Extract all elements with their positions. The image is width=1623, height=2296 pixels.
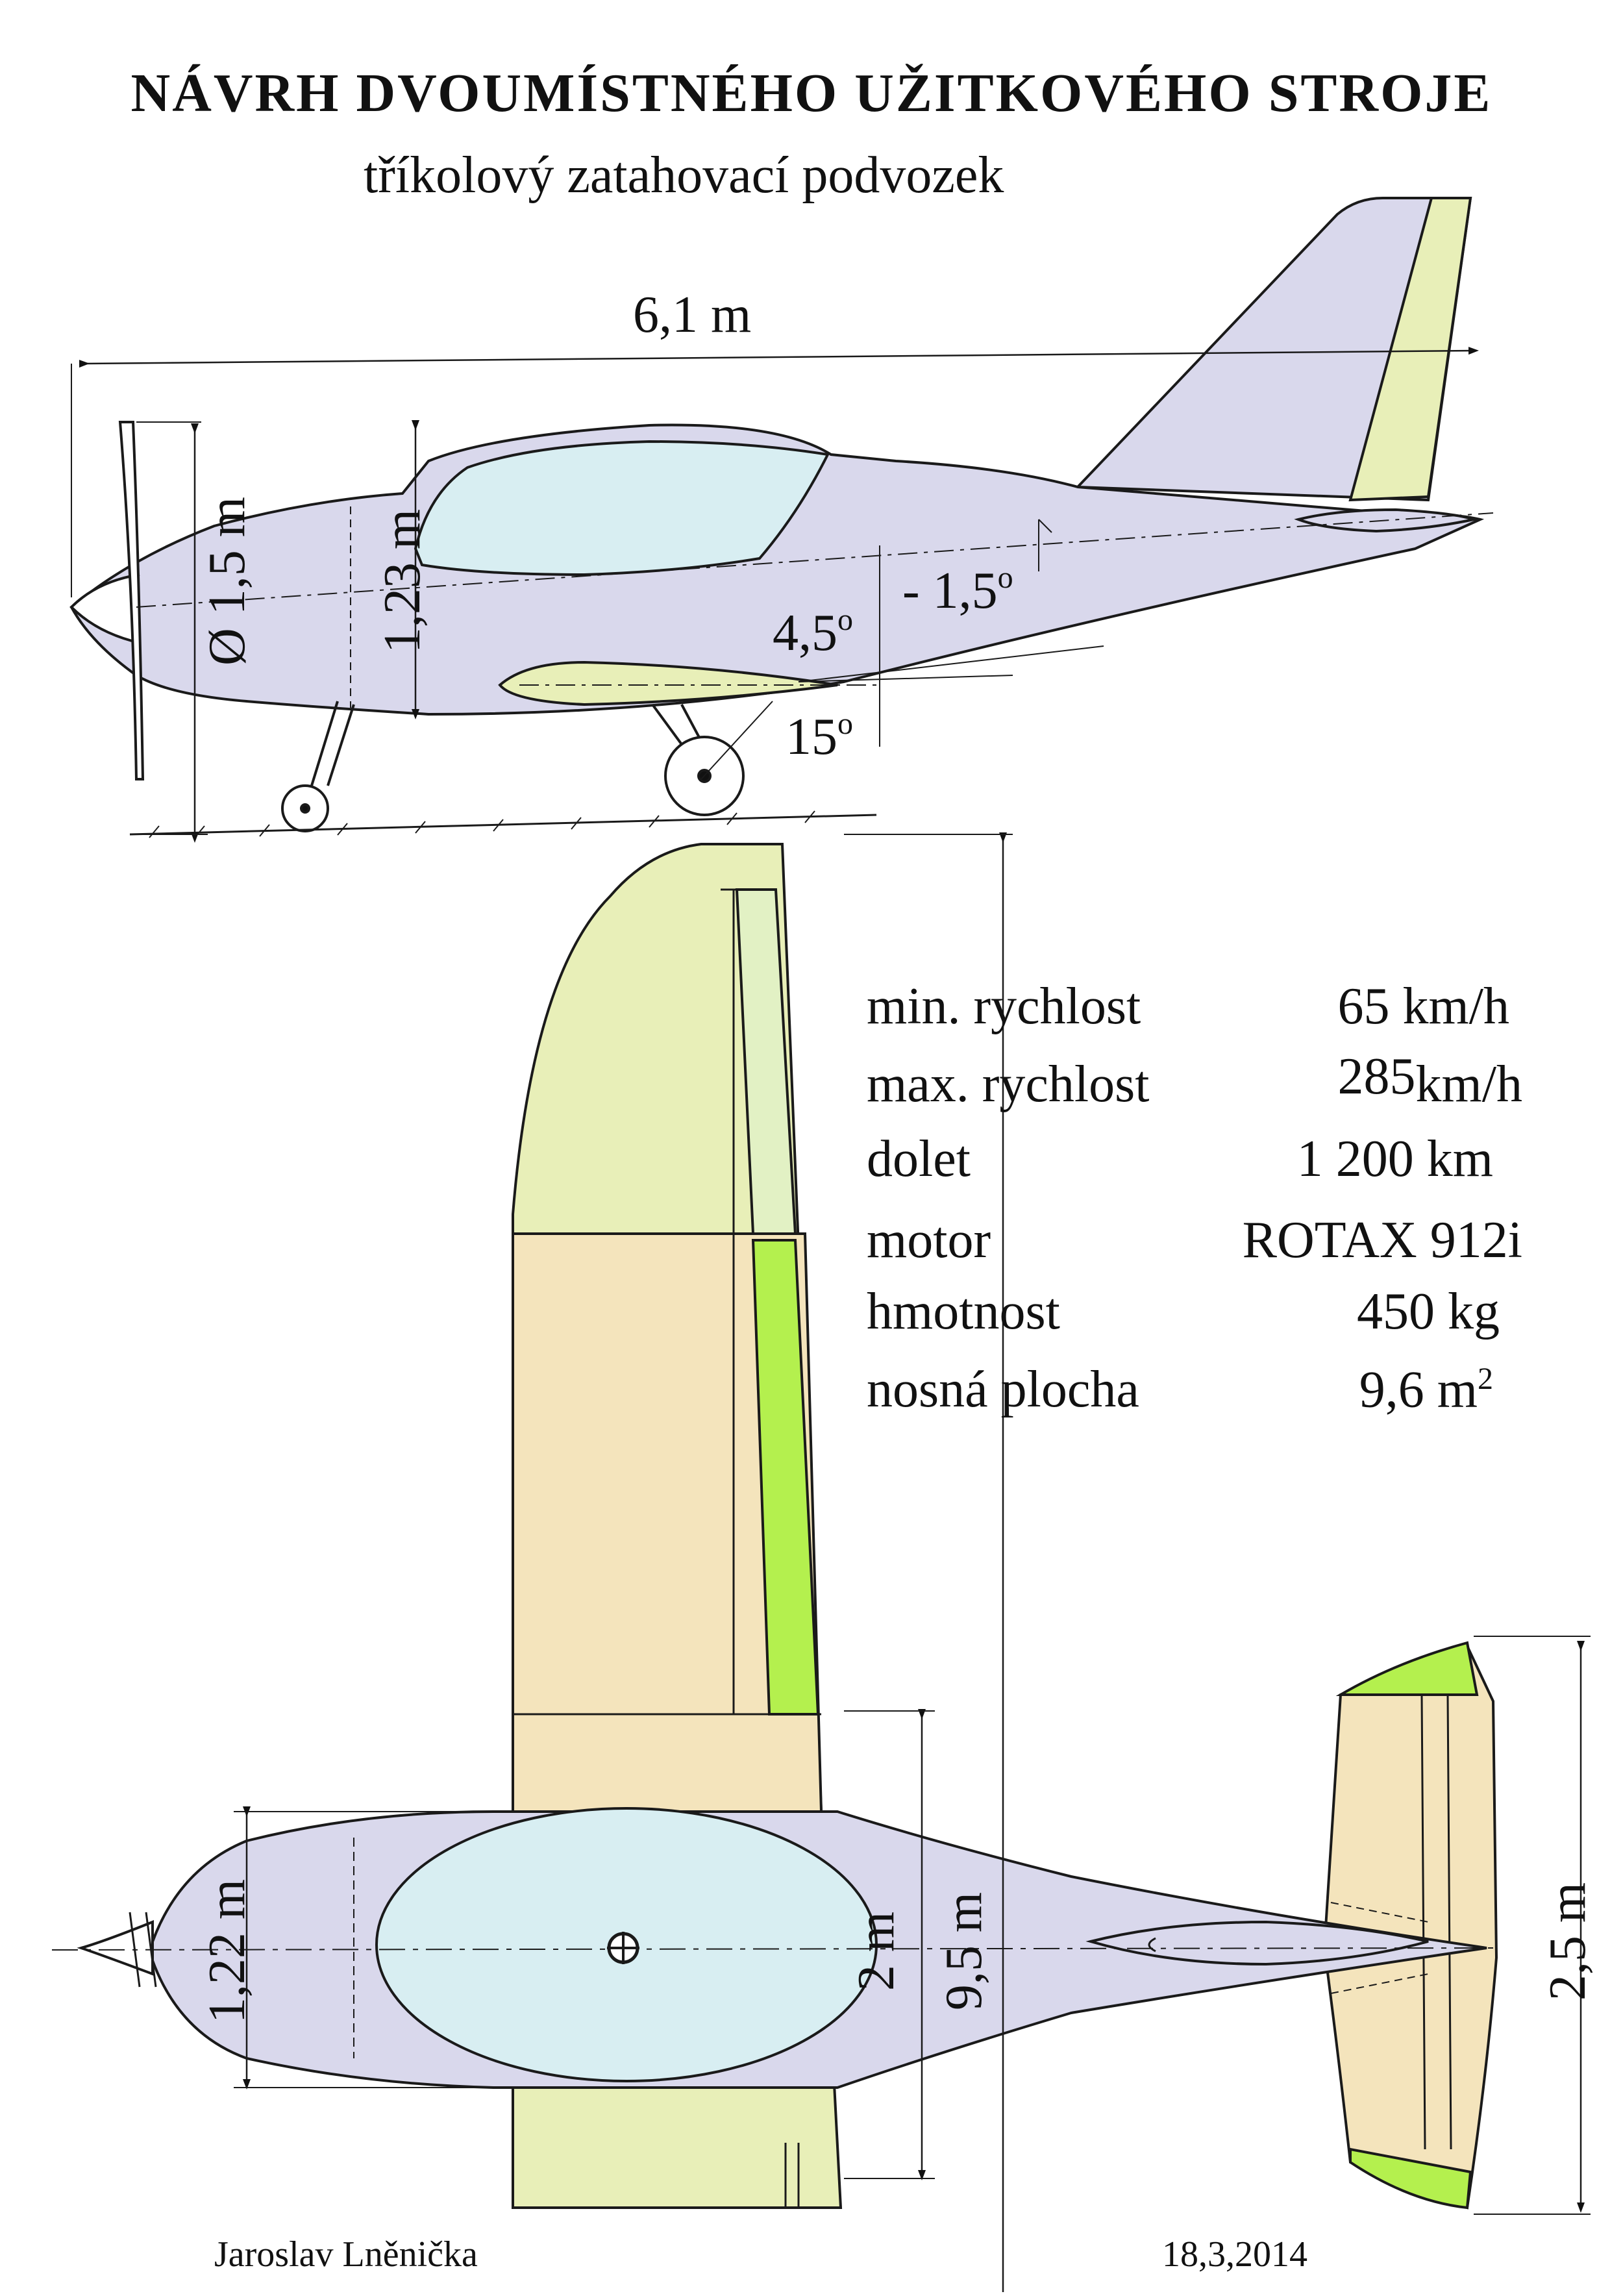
page-title: NÁVRH DVOUMÍSTNÉHO UŽITKOVÉHO STROJE	[130, 63, 1493, 123]
wing-area-label: nosná plocha	[867, 1361, 1139, 1418]
lower-wing	[512, 2083, 843, 2209]
spinner	[69, 573, 140, 644]
tail-span-label: 2,5 m	[1539, 1882, 1596, 2001]
engine-value: ROTAX 912i	[1242, 1212, 1522, 1269]
range-label: dolet	[867, 1130, 971, 1188]
wing-angle-label: 4,5o	[773, 603, 853, 662]
mass-label: hmotnost	[867, 1283, 1060, 1340]
wing-area-value: 9,6 m2	[1359, 1361, 1493, 1419]
ground-line	[129, 814, 877, 836]
fuselage-height-label: 1,23 m	[374, 508, 431, 654]
min-speed-value: 65 km/h	[1337, 978, 1509, 1035]
max-speed-value: 285km/h	[1337, 1048, 1522, 1113]
tail-tip-lower	[1349, 2147, 1472, 2210]
mass-value: 450 kg	[1357, 1283, 1500, 1340]
side-canopy	[414, 440, 830, 577]
cockpit-width-label: 2 m	[848, 1911, 905, 1991]
tail-tip-upper	[1335, 1641, 1479, 1696]
side-fuselage	[69, 423, 1485, 716]
date: 18,3,2014	[1162, 2234, 1307, 2275]
max-speed-label: max. rychlost	[867, 1056, 1150, 1113]
ground-angle-label: 15o	[786, 706, 853, 766]
fuselage-width-label: 1,22 m	[199, 1878, 256, 2024]
side-view	[69, 197, 1494, 843]
tail-angle-label: - 1,5o	[902, 560, 1013, 619]
propeller	[118, 421, 145, 780]
propeller-diameter-label: Ø 1,5 m	[199, 497, 256, 666]
length-dimension-line	[79, 347, 1479, 368]
length-label: 6,1 m	[633, 286, 752, 343]
top-view	[51, 832, 1591, 2292]
wingspan-label: 9,5 m	[935, 1891, 993, 2011]
min-speed-label: min. rychlost	[867, 978, 1141, 1035]
top-spinner	[77, 1920, 154, 1976]
range-value: 1 200 km	[1296, 1130, 1493, 1188]
nose-gear-strut	[310, 701, 355, 786]
engine-label: motor	[867, 1212, 991, 1269]
page-subtitle: tříkolový zatahovací podvozek	[364, 147, 1004, 204]
author: Jaroslav Lněnička	[214, 2234, 478, 2275]
